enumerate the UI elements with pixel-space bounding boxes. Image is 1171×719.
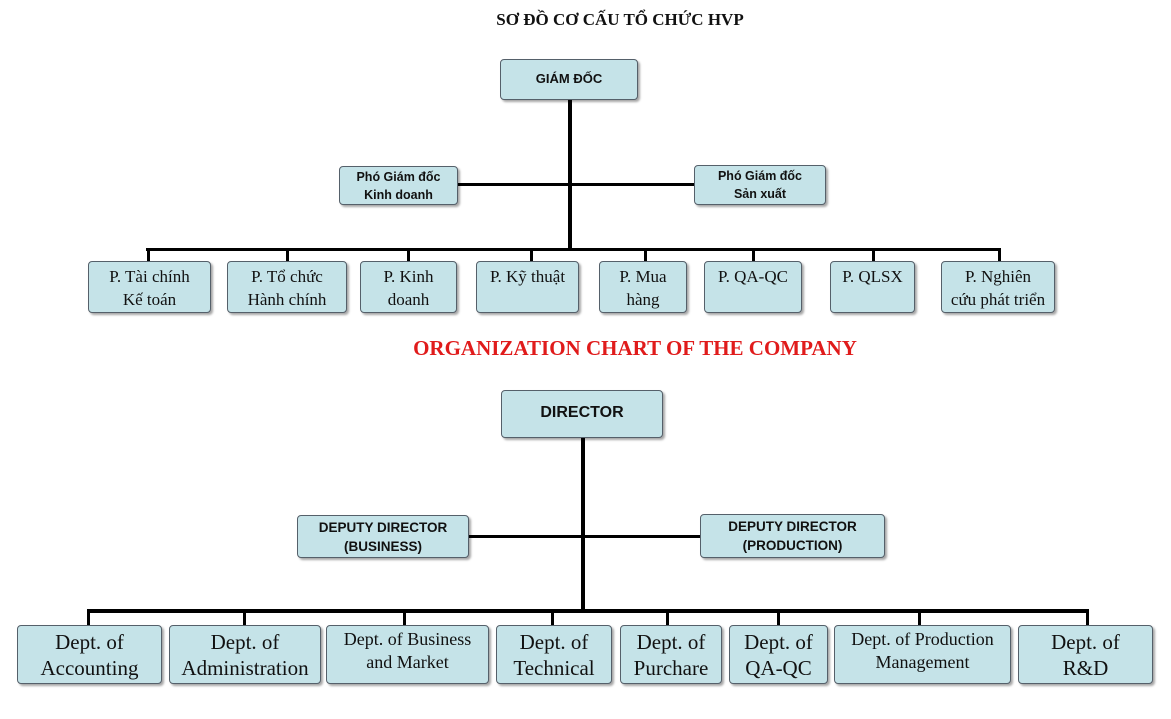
department-label-vn: P. Kinh doanh xyxy=(383,267,434,309)
department-label-en: Dept. of R&D xyxy=(1051,630,1120,680)
director-box-en: DIRECTOR xyxy=(501,390,663,438)
department-box-en: Dept. of R&D xyxy=(1018,625,1153,684)
department-box-en: Dept. of Production Management xyxy=(834,625,1011,684)
department-label-en: Dept. of Business and Market xyxy=(343,629,472,672)
department-box-vn: P. Kinh doanh xyxy=(360,261,457,313)
director-label-en: DIRECTOR xyxy=(540,404,624,421)
department-box-vn: P. QA-QC xyxy=(704,261,802,313)
connector xyxy=(146,248,1001,251)
connector xyxy=(568,98,572,248)
connector xyxy=(407,248,410,262)
deputy-business-label-en: DEPUTY DIRECTOR (BUSINESS) xyxy=(318,520,448,554)
department-label-vn: P. Kỹ thuật xyxy=(489,267,566,286)
department-label-vn: P. Tổ chức Hành chính xyxy=(247,267,327,309)
department-label-en: Dept. of Purchare xyxy=(633,630,709,680)
deputy-business-label-vn: Phó Giám đốc Kinh doanh xyxy=(356,170,441,202)
connector xyxy=(918,609,921,627)
department-box-en: Dept. of Purchare xyxy=(620,625,722,684)
department-box-en: Dept. of QA-QC xyxy=(729,625,828,684)
deputy-production-label-vn: Phó Giám đốc Sản xuất xyxy=(717,169,803,201)
department-label-en: Dept. of Accounting xyxy=(40,630,139,680)
department-label-vn: P. Tài chính Kế toán xyxy=(109,267,190,309)
connector xyxy=(530,248,533,262)
department-box-vn: P. QLSX xyxy=(830,261,915,313)
connector xyxy=(581,437,585,610)
connector xyxy=(147,248,150,262)
department-label-en: Dept. of QA-QC xyxy=(744,630,813,680)
department-label-vn: P. QLSX xyxy=(842,267,903,286)
department-box-en: Dept. of Business and Market xyxy=(326,625,489,684)
department-box-en: Dept. of Technical xyxy=(496,625,612,684)
connector xyxy=(644,248,647,262)
department-box-en: Dept. of Administration xyxy=(169,625,321,684)
connector xyxy=(286,248,289,262)
connector xyxy=(1086,609,1089,627)
connector xyxy=(752,248,755,262)
department-label-en: Dept. of Technical xyxy=(513,630,595,680)
department-box-en: Dept. of Accounting xyxy=(17,625,162,684)
connector xyxy=(243,609,246,627)
department-label-en: Dept. of Production Management xyxy=(851,629,994,672)
deputy-production-box-en: DEPUTY DIRECTOR (PRODUCTION) xyxy=(700,514,885,558)
department-box-vn: P. Kỹ thuật xyxy=(476,261,579,313)
connector xyxy=(777,609,780,627)
department-label-vn: P. QA-QC xyxy=(718,267,788,286)
department-label-vn: P. Nghiên cứu phát triển xyxy=(950,267,1046,309)
director-box-vn: GIÁM ĐỐC xyxy=(500,59,638,100)
connector xyxy=(87,609,1089,613)
connector xyxy=(403,609,406,627)
connector xyxy=(87,609,90,627)
department-box-vn: P. Tài chính Kế toán xyxy=(88,261,211,313)
connector xyxy=(551,609,554,627)
department-box-vn: P. Nghiên cứu phát triển xyxy=(941,261,1055,313)
connector xyxy=(998,248,1001,262)
vietnamese-chart-title: SƠ ĐỒ CƠ CẤU TỔ CHỨC HVP xyxy=(496,10,744,29)
connector xyxy=(666,609,669,627)
deputy-business-box-vn: Phó Giám đốc Kinh doanh xyxy=(339,166,458,205)
english-chart-title: ORGANIZATION CHART OF THE COMPANY xyxy=(413,336,857,360)
deputy-production-box-vn: Phó Giám đốc Sản xuất xyxy=(694,165,826,205)
department-box-vn: P. Tổ chức Hành chính xyxy=(227,261,347,313)
director-label-vn: GIÁM ĐỐC xyxy=(535,71,603,86)
connector xyxy=(468,535,701,538)
department-box-vn: P. Mua hàng xyxy=(599,261,687,313)
deputy-production-label-en: DEPUTY DIRECTOR (PRODUCTION) xyxy=(728,519,857,553)
connector xyxy=(457,183,695,186)
deputy-business-box-en: DEPUTY DIRECTOR (BUSINESS) xyxy=(297,515,469,558)
department-label-en: Dept. of Administration xyxy=(181,630,309,680)
department-label-vn: P. Mua hàng xyxy=(619,267,667,309)
connector xyxy=(872,248,875,262)
